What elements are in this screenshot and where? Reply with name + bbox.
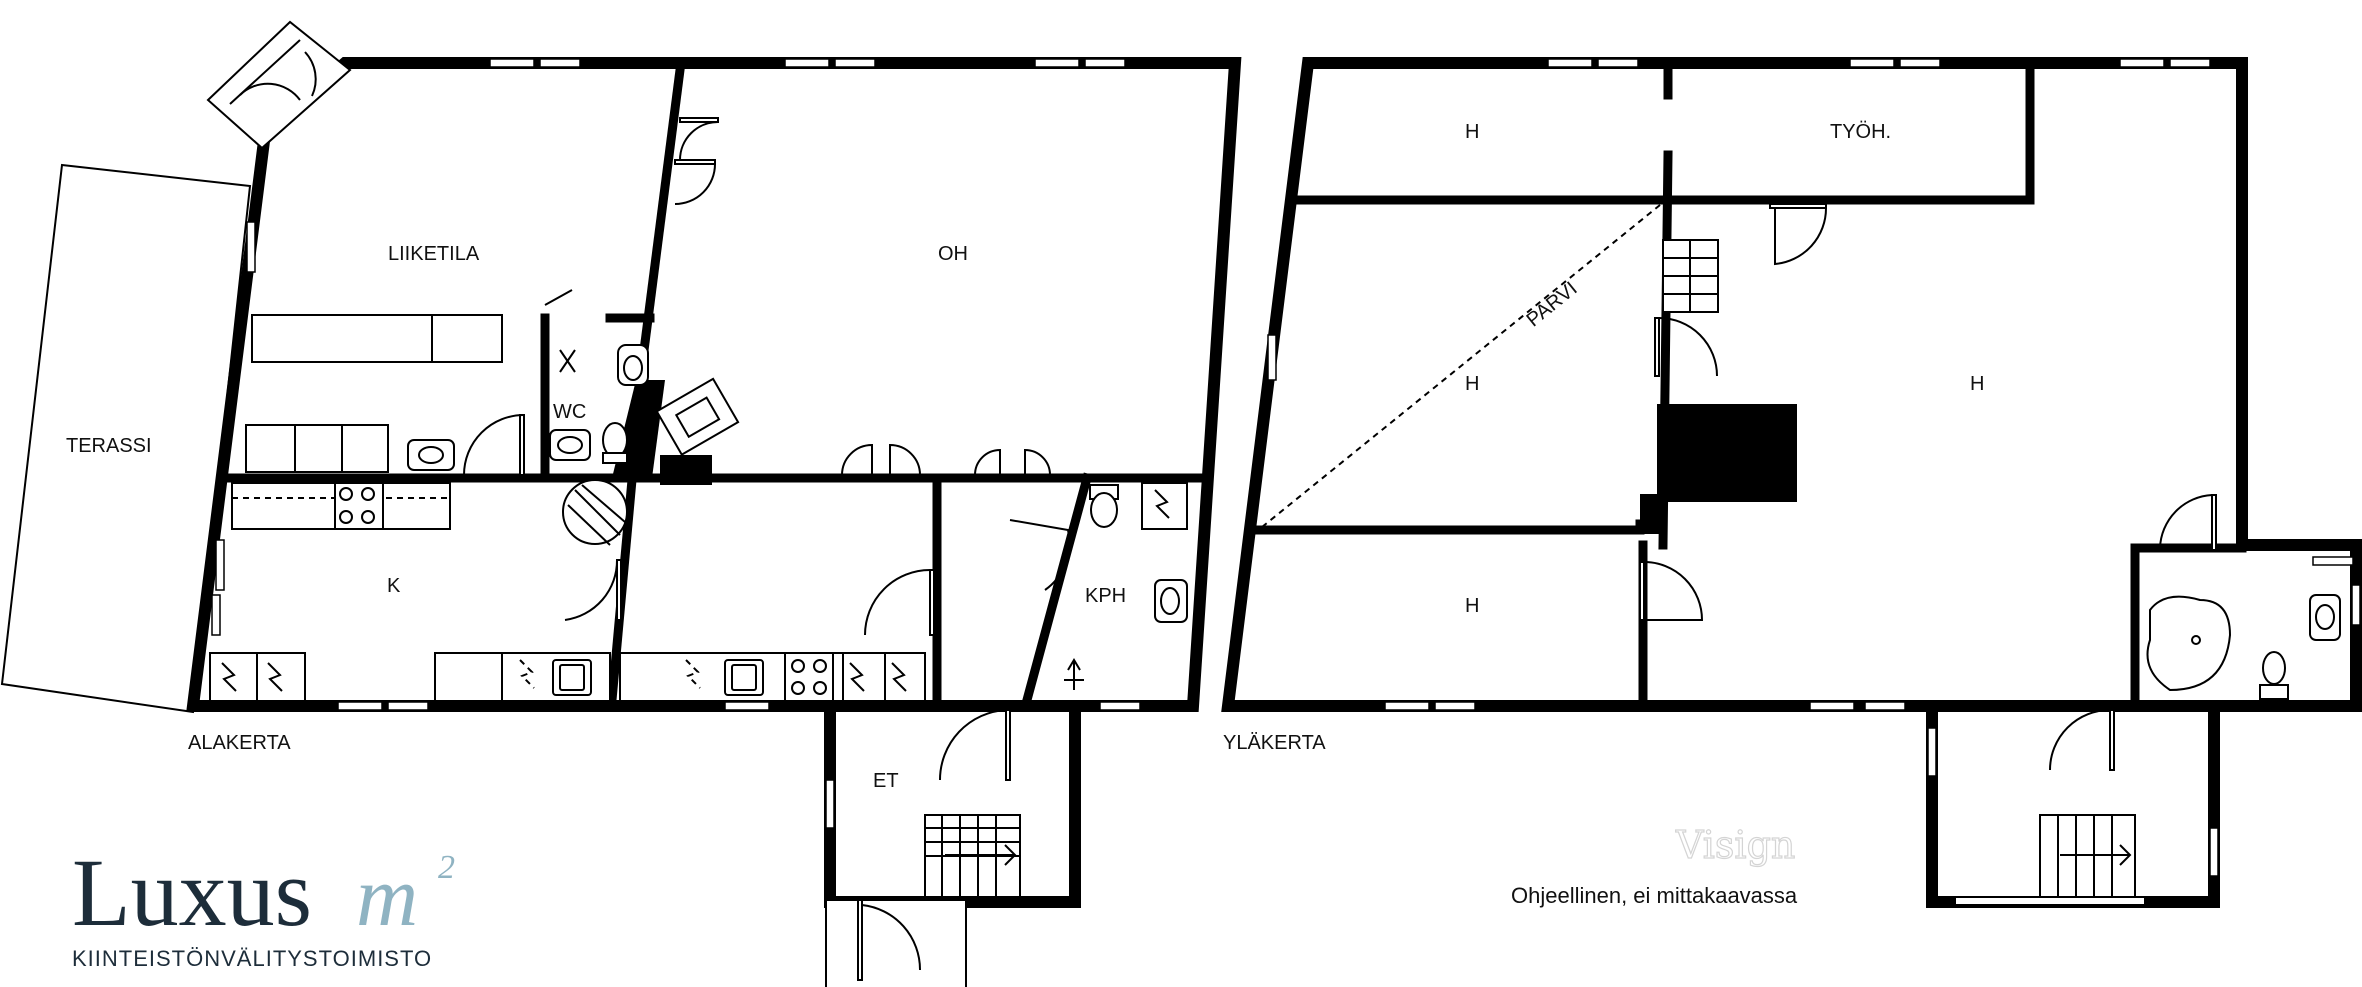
wc-fixtures	[549, 344, 649, 464]
kph-fixtures	[1064, 482, 1188, 690]
room-label-liiketila: LIIKETILA	[388, 243, 480, 265]
upper-stairs	[1662, 239, 1719, 313]
room-label-h-bottom-left: H	[1465, 595, 1479, 617]
upper-exterior-wall	[1221, 57, 2362, 712]
ground-stoves	[562, 377, 740, 546]
corner-bay-window	[206, 20, 352, 150]
room-label-et: ET	[873, 770, 899, 792]
ground-stairs	[924, 814, 1021, 898]
ground-doors	[463, 117, 1071, 781]
room-label-kph: KPH	[1085, 585, 1126, 607]
liiketila-counter	[245, 314, 503, 473]
upper-windows	[1267, 58, 2361, 711]
room-label-h-big: H	[1970, 373, 1984, 395]
floor-label-ground: ALAKERTA	[188, 732, 291, 754]
upper-bathroom-fixtures	[2146, 594, 2341, 700]
kitchen-fixtures	[209, 482, 926, 702]
ground-interior-walls	[225, 64, 1213, 706]
brand-logo: Luxus m 2 KIINTEISTÖNVÄLITYSTOIMISTO	[72, 839, 455, 971]
upper-interior-walls	[1253, 58, 2247, 705]
upper-doors	[1639, 203, 2217, 621]
ground-windows	[211, 58, 1141, 711]
watermark-text: Visign	[1675, 823, 1795, 867]
brand-sup: 2	[438, 849, 455, 886]
room-label-terassi: TERASSI	[66, 435, 152, 457]
room-label-h-top-left: H	[1465, 121, 1479, 143]
brand-tagline: KIINTEISTÖNVÄLITYSTOIMISTO	[72, 946, 432, 971]
upper-entry-stairs	[2039, 814, 2136, 898]
room-label-oh: OH	[938, 243, 968, 265]
ground-floor	[0, 20, 1242, 987]
room-label-h-mid-left: H	[1465, 373, 1479, 395]
room-label-wc: WC	[553, 401, 586, 423]
upper-floor	[1221, 57, 2362, 908]
scale-note: Ohjeellinen, ei mittakaavassa	[1511, 883, 1798, 908]
brand-name: Luxus	[72, 839, 312, 946]
parvi-edge	[1261, 204, 1661, 528]
floor-label-upper: YLÄKERTA	[1223, 732, 1326, 754]
room-label-k: K	[387, 575, 401, 597]
entry-hall	[824, 707, 1081, 987]
brand-suffix: m	[356, 848, 418, 944]
room-label-parvi: PARVI	[1522, 278, 1581, 332]
room-label-tyoh: TYÖH.	[1830, 121, 1891, 143]
upper-entry	[1926, 707, 2220, 908]
